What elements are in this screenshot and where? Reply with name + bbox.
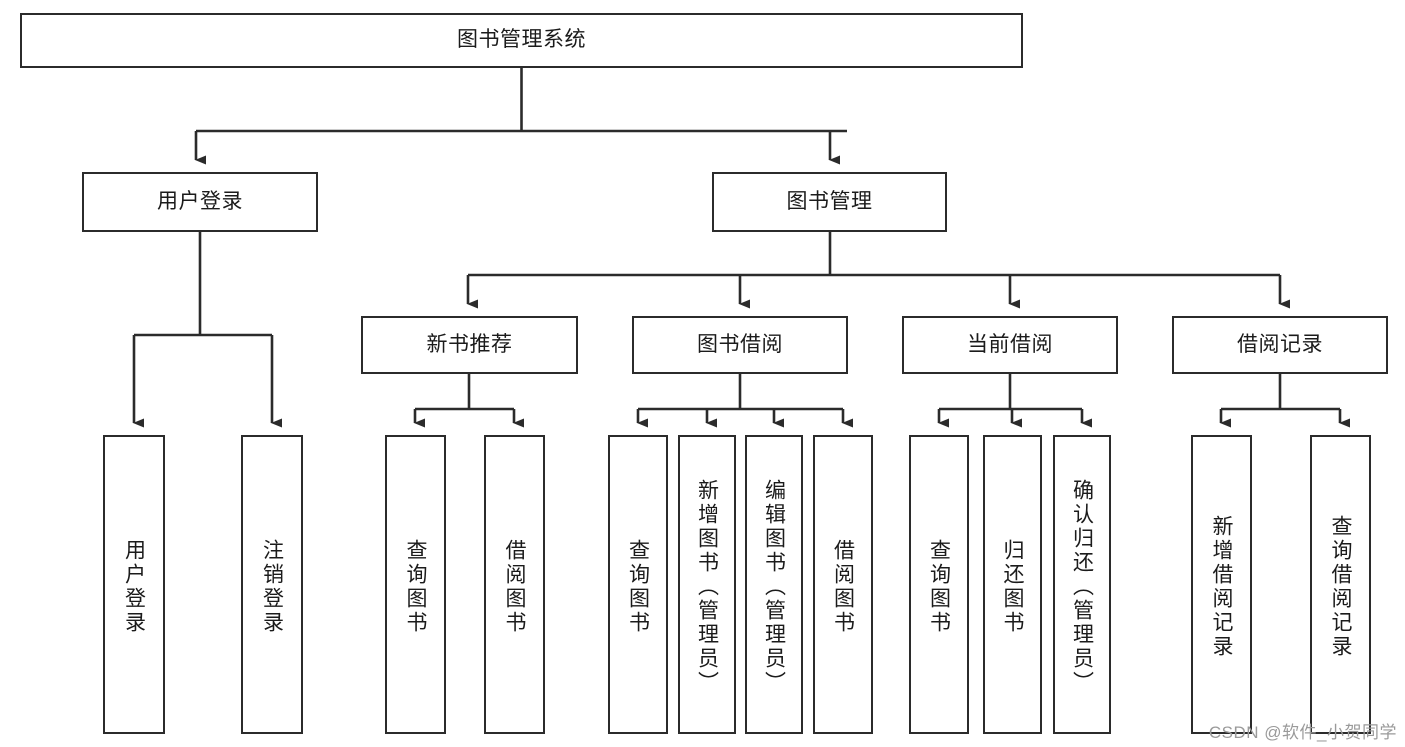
node-root-label: 图书管理系统: [457, 28, 586, 52]
node-book-management[interactable]: 图书管理: [712, 172, 947, 232]
watermark-text: CSDN @软件_小贺同学: [1208, 723, 1397, 742]
leaf-return-book[interactable]: 归还图书: [983, 435, 1042, 734]
leaf-query-borrow-record-label: 查询借阅记录: [1329, 514, 1352, 659]
leaf-confirm-return-admin[interactable]: 确认归还（管理员）: [1053, 435, 1111, 734]
node-borrow-record[interactable]: 借阅记录: [1172, 316, 1388, 374]
node-book-borrow-label: 图书借阅: [697, 332, 783, 356]
leaf-borrow-book-1[interactable]: 借阅图书: [484, 435, 545, 734]
node-new-book-recommend-label: 新书推荐: [426, 332, 513, 356]
leaf-user-logout-label: 注销登录: [260, 538, 284, 635]
leaf-query-borrow-record[interactable]: 查询借阅记录: [1310, 435, 1371, 734]
leaf-add-book-admin-label: 新增图书（管理员）: [695, 478, 719, 695]
leaf-user-logout[interactable]: 注销登录: [241, 435, 303, 734]
leaf-borrow-book-2[interactable]: 借阅图书: [813, 435, 873, 734]
leaf-edit-book-admin[interactable]: 编辑图书（管理员）: [745, 435, 803, 734]
leaf-query-book-3[interactable]: 查询图书: [909, 435, 969, 734]
leaf-confirm-return-admin-label: 确认归还（管理员）: [1070, 478, 1094, 695]
leaf-user-login-label: 用户登录: [122, 538, 146, 635]
leaf-edit-book-admin-label: 编辑图书（管理员）: [762, 478, 786, 695]
leaf-borrow-book-1-label: 借阅图书: [503, 538, 526, 635]
node-current-borrow-label: 当前借阅: [967, 332, 1053, 356]
node-root[interactable]: 图书管理系统: [20, 13, 1023, 68]
leaf-add-borrow-record[interactable]: 新增借阅记录: [1191, 435, 1252, 734]
leaf-add-borrow-record-label: 新增借阅记录: [1210, 514, 1233, 659]
node-borrow-record-label: 借阅记录: [1237, 332, 1323, 356]
node-user-login-label: 用户登录: [157, 189, 243, 213]
leaf-add-book-admin[interactable]: 新增图书（管理员）: [678, 435, 736, 734]
leaf-query-book-3-label: 查询图书: [927, 538, 951, 635]
node-user-login[interactable]: 用户登录: [82, 172, 318, 232]
leaf-query-book-1-label: 查询图书: [404, 538, 427, 635]
leaf-return-book-label: 归还图书: [1001, 538, 1024, 635]
leaf-borrow-book-2-label: 借阅图书: [831, 538, 855, 635]
leaf-query-book-2-label: 查询图书: [626, 538, 650, 635]
leaf-user-login[interactable]: 用户登录: [103, 435, 165, 734]
node-book-borrow[interactable]: 图书借阅: [632, 316, 848, 374]
leaf-query-book-2[interactable]: 查询图书: [608, 435, 668, 734]
node-book-management-label: 图书管理: [786, 189, 873, 213]
node-new-book-recommend[interactable]: 新书推荐: [361, 316, 578, 374]
node-current-borrow[interactable]: 当前借阅: [902, 316, 1118, 374]
leaf-query-book-1[interactable]: 查询图书: [385, 435, 446, 734]
